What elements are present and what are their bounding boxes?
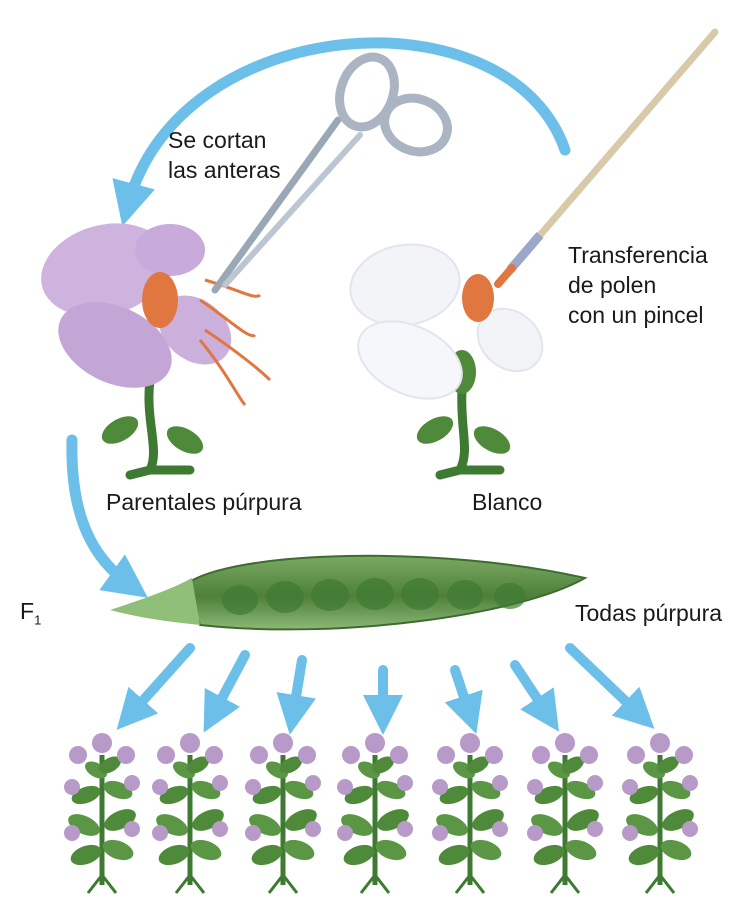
offspring-arrow	[130, 648, 190, 715]
offspring-plants	[64, 733, 698, 893]
purple-flower	[31, 210, 270, 475]
offspring-plant	[337, 733, 413, 893]
pollen-transfer-label: Transferencia de polen con un pincel	[568, 240, 708, 330]
all-purple-label: Todas púrpura	[575, 598, 722, 628]
offspring-arrows	[130, 648, 640, 715]
purple-parent-label: Parentales púrpura	[106, 487, 302, 517]
offspring-plant	[64, 733, 140, 893]
offspring-arrow	[293, 660, 302, 715]
offspring-arrow	[455, 670, 470, 715]
offspring-plant	[152, 733, 228, 893]
offspring-arrow	[570, 648, 640, 715]
offspring-arrow	[213, 655, 245, 715]
offspring-plant	[432, 733, 508, 893]
cut-anthers-label: Se cortan las anteras	[168, 125, 281, 185]
white-parent-label: Blanco	[472, 487, 542, 517]
offspring-arrow	[515, 665, 548, 715]
f1-label: F1	[20, 598, 41, 628]
white-flower	[344, 236, 555, 475]
offspring-plant	[622, 733, 698, 893]
pea-pod-icon	[110, 556, 585, 630]
offspring-plant	[245, 733, 321, 893]
offspring-plant	[527, 733, 603, 893]
